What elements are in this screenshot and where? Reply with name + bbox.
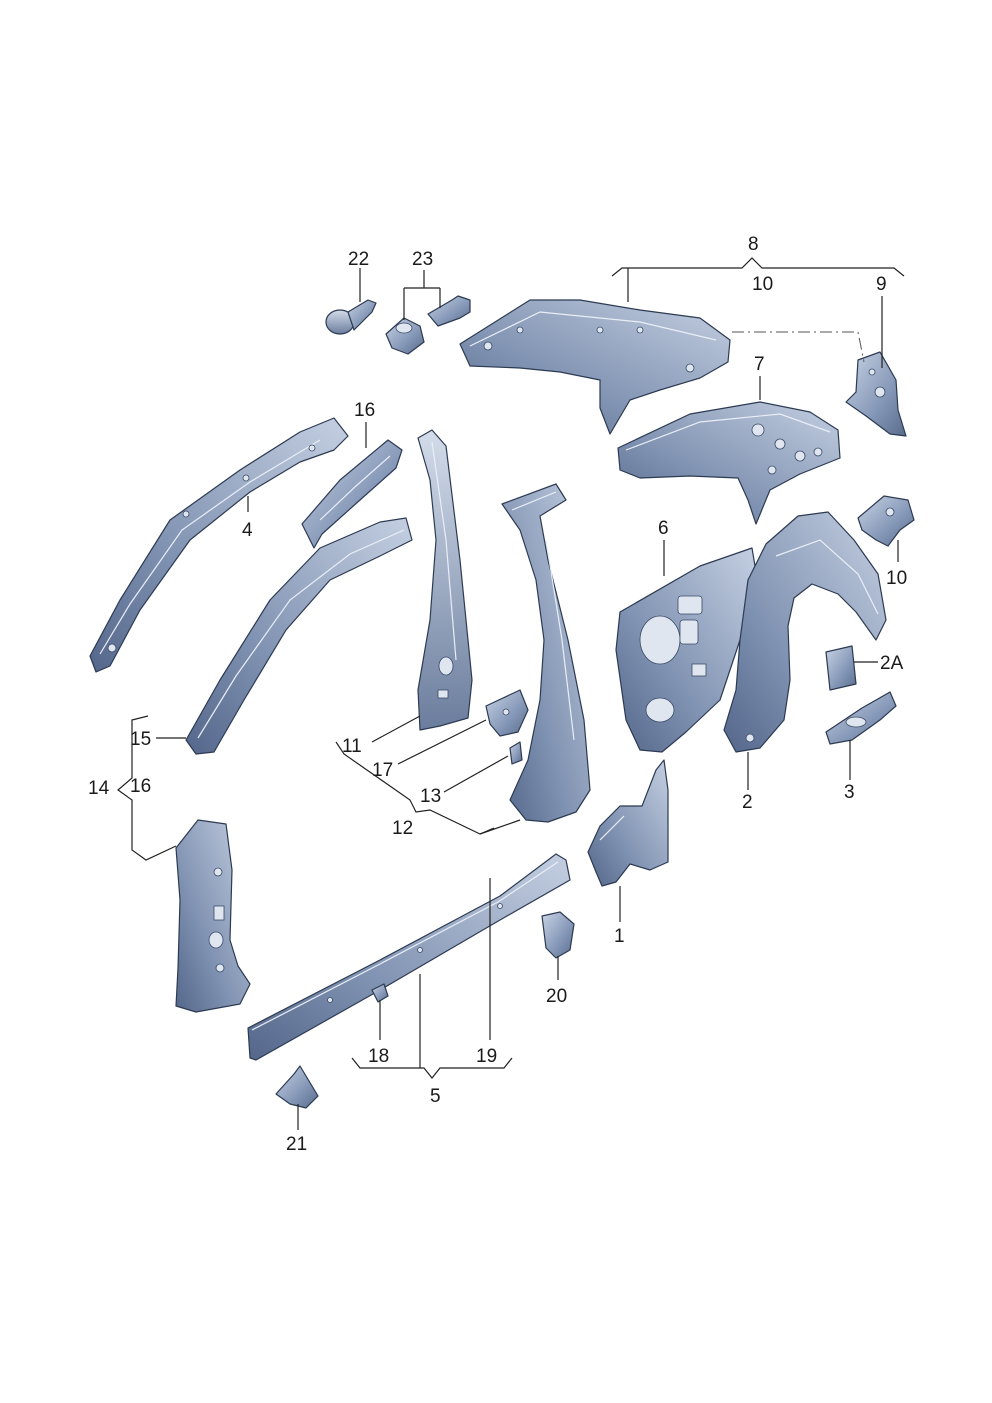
part-11-b-pillar-inner — [417, 429, 473, 731]
part-8-rear-side-member — [459, 299, 731, 435]
part-2a-pad — [825, 645, 857, 691]
label-17: 17 — [372, 760, 393, 781]
label-16-left: 16 — [130, 776, 151, 797]
label-10-top: 10 — [752, 274, 773, 295]
label-2: 2 — [742, 792, 753, 813]
part-9-bracket — [845, 351, 907, 437]
part-22-clip — [325, 299, 377, 335]
label-20: 20 — [546, 986, 567, 1007]
label-5: 5 — [430, 1086, 441, 1107]
part-2-wheelhouse — [723, 511, 887, 753]
label-22: 22 — [348, 249, 369, 270]
part-6-inner-panel — [615, 547, 757, 753]
part-12-b-pillar-outer — [501, 483, 591, 823]
part-18-stud — [371, 983, 389, 1003]
label-11: 11 — [342, 736, 362, 757]
label-12: 12 — [392, 818, 413, 839]
label-7: 7 — [754, 354, 765, 375]
label-10-right: 10 — [886, 568, 907, 589]
part-20-bracket — [541, 911, 575, 959]
part-16-reinforcement — [301, 439, 403, 549]
part-10-bracket — [857, 495, 915, 547]
label-16-top: 16 — [354, 400, 375, 421]
part-14-a-pillar-lower — [175, 819, 251, 1013]
label-9: 9 — [876, 274, 887, 295]
part-23-nut-bolt — [385, 295, 471, 355]
part-7-reinforcement — [617, 401, 841, 525]
label-15: 15 — [130, 729, 151, 750]
label-14: 14 — [88, 778, 110, 799]
part-3-bracket — [825, 691, 897, 745]
label-2a: 2A — [880, 653, 904, 674]
label-19: 19 — [476, 1046, 497, 1067]
part-labels: 22 23 8 10 9 7 16 4 6 10 2A 15 11 17 14 … — [88, 234, 907, 1155]
label-1: 1 — [614, 926, 625, 947]
part-13-clip — [509, 741, 523, 765]
part-1-lower-bracket — [587, 759, 669, 887]
part-4-roof-rail — [89, 417, 349, 673]
label-18: 18 — [368, 1046, 389, 1067]
part-21-bracket — [275, 1065, 319, 1109]
label-23: 23 — [412, 249, 433, 270]
label-21: 21 — [286, 1134, 307, 1155]
part-17-bracket — [485, 689, 529, 737]
label-8: 8 — [748, 234, 759, 255]
label-13: 13 — [420, 786, 441, 807]
label-3: 3 — [844, 782, 855, 803]
label-4: 4 — [242, 520, 253, 541]
label-6: 6 — [658, 518, 669, 539]
part-5-sill — [247, 853, 571, 1061]
leader-lines — [117, 257, 905, 1130]
part-15-inner-a-pillar — [185, 517, 413, 755]
